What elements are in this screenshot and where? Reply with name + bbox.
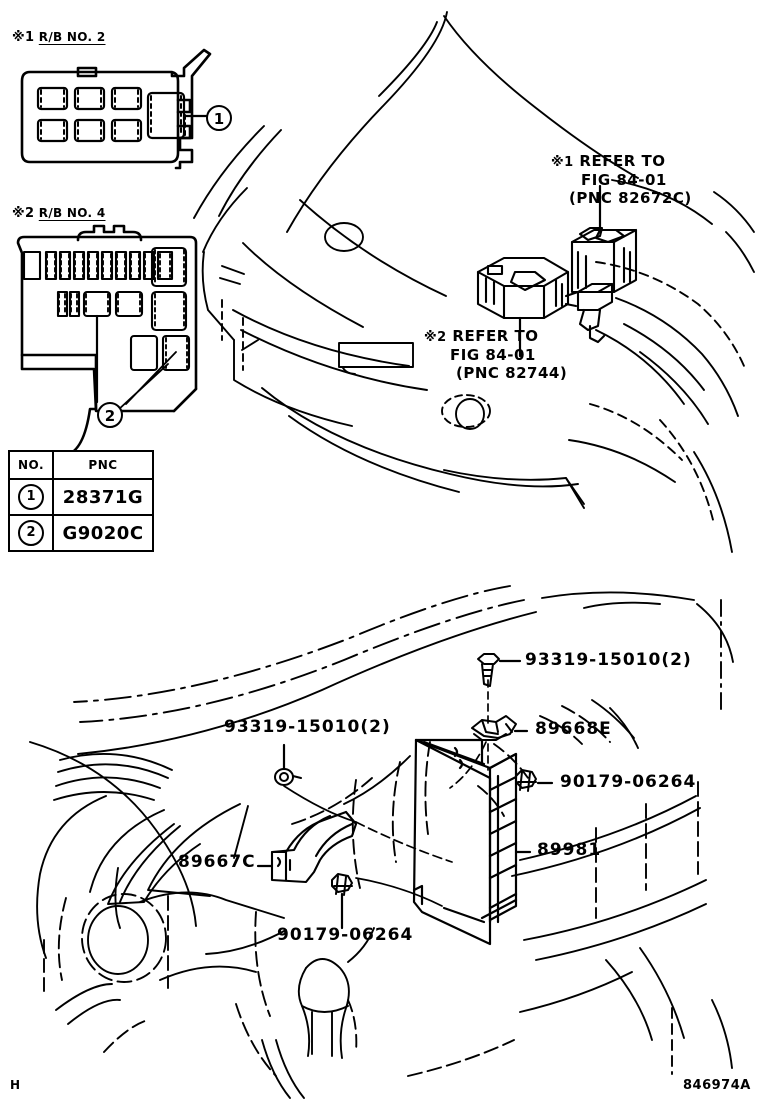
relay-box-2-callout-circle[interactable]: 1 [206, 105, 232, 131]
bracket-89667c-art [270, 810, 358, 884]
screw-93319-left-art [274, 768, 302, 786]
engine-ref-1-line2: FIG 84-01 [581, 170, 667, 189]
engine-ref-2-line3: (PNC 82744) [456, 364, 568, 383]
ecu-89981-art [412, 738, 518, 946]
relay-box-4-mark: ※2 [12, 206, 35, 221]
engine-ref-2-line1: REFER TO [452, 327, 539, 345]
table-row[interactable]: 2 G9020C [8, 514, 154, 552]
bracket-89668e-art [471, 715, 517, 741]
table-cell-pnc: 28371G [52, 478, 154, 516]
relay-box-4-fuse-row-2 [56, 290, 144, 318]
relay-box-2-title: R/B NO. 2 [38, 30, 106, 44]
relay-box-4-callout-circle[interactable]: 2 [97, 402, 123, 428]
table-cell-no: 2 [8, 514, 54, 552]
label-bracket-89667c: 89667C [178, 852, 256, 872]
relay-box-2-heading: ※1 R/B NO. 2 [12, 30, 106, 46]
table-header-pnc: PNC [52, 450, 154, 480]
vehicle-front-illustration [193, 11, 755, 553]
relay-box-4-heading: ※2 R/B NO. 4 [12, 206, 106, 222]
relay-box-2-mark: ※1 [12, 30, 35, 45]
nut-90179-right-art [515, 769, 537, 792]
engine-ref-2-line2: FIG 84-01 [450, 345, 536, 364]
label-screw-left: 93319-15010(2) [224, 717, 391, 737]
table-cell-no: 1 [8, 478, 54, 516]
footer-right-code: 846974A [683, 1078, 751, 1093]
engine-bay-relay-assembly [476, 226, 638, 344]
engine-ref-2-mark: ※2 [424, 330, 447, 345]
row-number-circle: 1 [18, 484, 44, 510]
engine-ref-1-mark: ※1 [551, 155, 574, 170]
label-ecu-89981: 89981 [537, 840, 602, 860]
relay-box-4-fuse-row-1 [22, 250, 174, 281]
screw-93319-top-art [477, 653, 500, 687]
relay-box-2-slots [36, 86, 186, 143]
label-screw-top: 93319-15010(2) [525, 650, 692, 670]
relay-box-4-leader-b [117, 351, 177, 411]
parts-table: NO. PNC 1 28371G 2 G9020C [8, 450, 154, 552]
table-header-no: NO. [8, 450, 54, 480]
table-row[interactable]: 1 28371G [8, 478, 154, 516]
table-cell-pnc: G9020C [52, 514, 154, 552]
relay-box-4-title: R/B NO. 4 [38, 206, 106, 220]
relay-box-2-art [20, 48, 212, 170]
engine-ref-1-line3: (PNC 82672C) [569, 189, 692, 208]
relay-box-4-relays [129, 246, 191, 372]
interior-label-leaders [256, 659, 554, 930]
engine-ref-1-line1: REFER TO [579, 152, 666, 170]
label-nut-right: 90179-06264 [560, 772, 697, 792]
label-nut-left: 90179-06264 [277, 925, 414, 945]
footer-left-code: H [10, 1078, 21, 1092]
label-bracket-89668e: 89668E [535, 719, 612, 739]
table-header-row: NO. PNC [8, 450, 154, 480]
nut-90179-left-art [331, 873, 353, 896]
row-number-circle: 2 [18, 520, 44, 546]
